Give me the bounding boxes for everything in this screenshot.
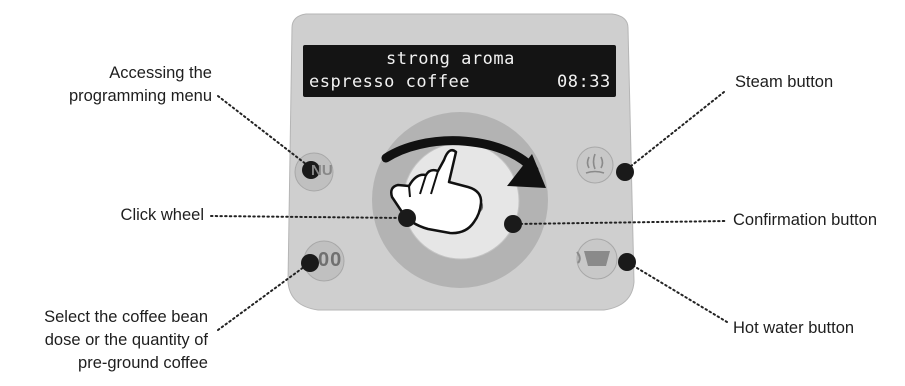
lcd-display: strong aroma espresso coffee 08:33 [303, 45, 616, 97]
label-dose-line-3: pre-ground coffee [44, 353, 208, 373]
dose-button-label: 00 [318, 249, 342, 272]
leader-steam [626, 92, 724, 170]
label-click-wheel: Click wheel [121, 205, 204, 225]
label-hot-water-button: Hot water button [733, 318, 854, 338]
display-line-1: strong aroma [386, 49, 515, 69]
display-clock: 08:33 [557, 72, 611, 92]
label-dose: Select the coffee bean dose or the quant… [44, 307, 208, 373]
label-confirmation-button: Confirmation button [733, 210, 877, 230]
label-steam-button: Steam button [735, 72, 833, 92]
hot-water-button[interactable] [577, 239, 617, 279]
marker-confirmation [504, 215, 522, 233]
display-line-2-left: espresso coffee [309, 72, 470, 92]
label-programming-menu-line-1: Accessing the [69, 63, 212, 83]
label-dose-line-1: Select the coffee bean [44, 307, 208, 327]
steam-button[interactable] [577, 147, 613, 183]
label-programming-menu: Accessing the programming menu [69, 63, 212, 106]
menu-button-label: NU [311, 162, 335, 179]
marker-click-wheel [398, 209, 416, 227]
label-programming-menu-line-2: programming menu [69, 86, 212, 106]
label-dose-line-2: dose or the quantity of [44, 330, 208, 350]
marker-hot-water [618, 253, 636, 271]
marker-dose [301, 254, 319, 272]
leader-hot-water [627, 262, 727, 322]
marker-steam [616, 163, 634, 181]
